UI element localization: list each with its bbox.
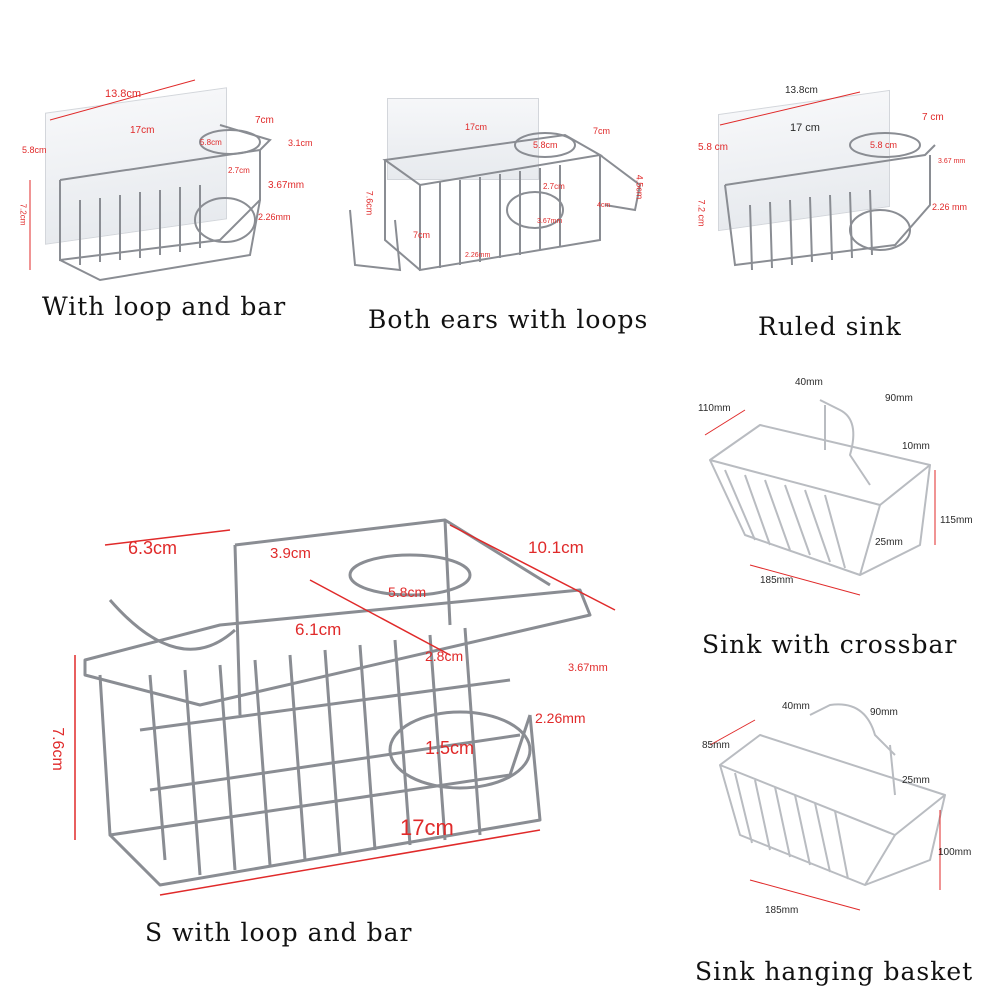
dim-depth: 7 cm — [922, 112, 944, 123]
dim-ear: 3.1cm — [288, 138, 313, 148]
dim-depth: 7cm — [593, 126, 611, 136]
dim-height: 100mm — [938, 847, 972, 858]
product-with-loop-and-bar: 13.8cm 17cm 7cm 5.8cm 5.8cm 2.7cm 3.1cm … — [18, 70, 320, 340]
dim-drain: 1.5cm — [425, 738, 475, 758]
product-sink-with-crossbar: 40mm 90mm 110mm 10mm 115mm 25mm 185mm Si… — [690, 375, 990, 670]
dim-hook-height: 25mm — [875, 537, 903, 548]
basket-illustration — [349, 132, 642, 272]
dim-height: 7.2cm — [18, 203, 28, 226]
dim-wire: 2.26mm — [465, 252, 491, 259]
dim-pad-height: 5.8 cm — [698, 142, 729, 153]
basket-illustration — [74, 518, 616, 896]
dim-length: 17cm — [465, 122, 488, 132]
dim-length: 17cm — [400, 815, 454, 840]
dim-ring-diameter: 5.8cm — [200, 138, 222, 147]
product-sink-hanging-basket: 40mm 90mm 85mm 25mm 100mm 185mm Sink han… — [690, 695, 990, 995]
dim-length: 17cm — [130, 125, 155, 136]
basket-illustration — [704, 399, 936, 596]
dim-length: 185mm — [760, 575, 794, 586]
product-both-ears-with-loops: 17cm 7cm 5.8cm 2.7cm 7.6cm 7cm 4.5cm 4cm… — [335, 90, 675, 345]
dim-hook-width: 40mm — [782, 701, 810, 712]
product-s-with-loop-and-bar: 6.3cm 3.9cm 10.1cm 5.8cm 6.1cm 2.8cm 3.6… — [40, 500, 660, 965]
dim-width-top: 13.8cm — [105, 88, 142, 100]
dim-pad-height: 5.8cm — [22, 145, 47, 155]
dim-rod: 3.67mm — [568, 662, 608, 674]
dim-height: 7.2 cm — [696, 199, 707, 227]
dim-length: 185mm — [765, 905, 799, 916]
caption-sink-hanging-basket: Sink hanging basket — [695, 957, 974, 986]
caption-with-loop-and-bar: With loop and bar — [42, 292, 287, 321]
caption-both-ears-with-loops: Both ears with loops — [368, 305, 649, 334]
dim-height: 7.6cm — [48, 727, 66, 771]
dim-length: 17 cm — [790, 122, 820, 134]
dim-hook-width: 40mm — [795, 377, 823, 388]
dim-ring-diameter: 5.8cm — [533, 140, 558, 150]
dim-gap: 10mm — [902, 441, 930, 452]
caption-s-with-loop-and-bar: S with loop and bar — [145, 918, 413, 947]
basket-illustration — [29, 79, 272, 282]
dim-rod: 3.67mm — [537, 218, 563, 225]
dim-ear-height: 4.5cm — [634, 174, 645, 200]
dim-depth: 7cm — [255, 115, 274, 126]
dim-wire: 2.26 mm — [932, 202, 968, 212]
product-ruled-sink: 13.8cm 17 cm 7 cm 5.8 cm 5.8 cm 3.67 mm … — [690, 80, 990, 345]
dim-width-top: 13.8cm — [785, 85, 818, 96]
dim-depth: 85mm — [702, 740, 730, 751]
dim-height: 115mm — [940, 515, 973, 526]
dim-ring-diameter: 5.8 cm — [870, 140, 898, 150]
dim-ring-gap: 2.8cm — [425, 648, 464, 664]
dim-depth: 10.1cm — [528, 538, 584, 557]
dim-wire: 2.26mm — [258, 212, 291, 222]
dim-wire: 2.26mm — [535, 710, 586, 726]
dim-ear: 6.3cm — [128, 538, 178, 558]
dim-rod: 3.67 mm — [938, 158, 966, 165]
dim-height: 7.6cm — [364, 190, 375, 216]
dim-hook-depth: 90mm — [870, 707, 898, 718]
dim-hook-height: 25mm — [902, 775, 930, 786]
dim-hook-depth: 90mm — [885, 393, 913, 404]
dim-depth-2: 7cm — [413, 230, 431, 240]
dim-ear-width: 4cm — [597, 202, 611, 209]
dim-ring-gap: 2.7cm — [543, 182, 565, 191]
basket-illustration — [709, 703, 946, 911]
dim-rod: 3.67mm — [268, 180, 305, 191]
dim-ring-diameter: 5.8cm — [388, 584, 427, 600]
caption-ruled-sink: Ruled sink — [758, 312, 902, 341]
basket-illustration — [719, 91, 936, 271]
dim-inner: 6.1cm — [295, 620, 342, 639]
caption-sink-with-crossbar: Sink with crossbar — [702, 630, 958, 659]
dim-ring-gap: 2.7cm — [228, 166, 250, 175]
dim-gap: 3.9cm — [270, 545, 311, 562]
dim-depth: 110mm — [698, 403, 731, 414]
